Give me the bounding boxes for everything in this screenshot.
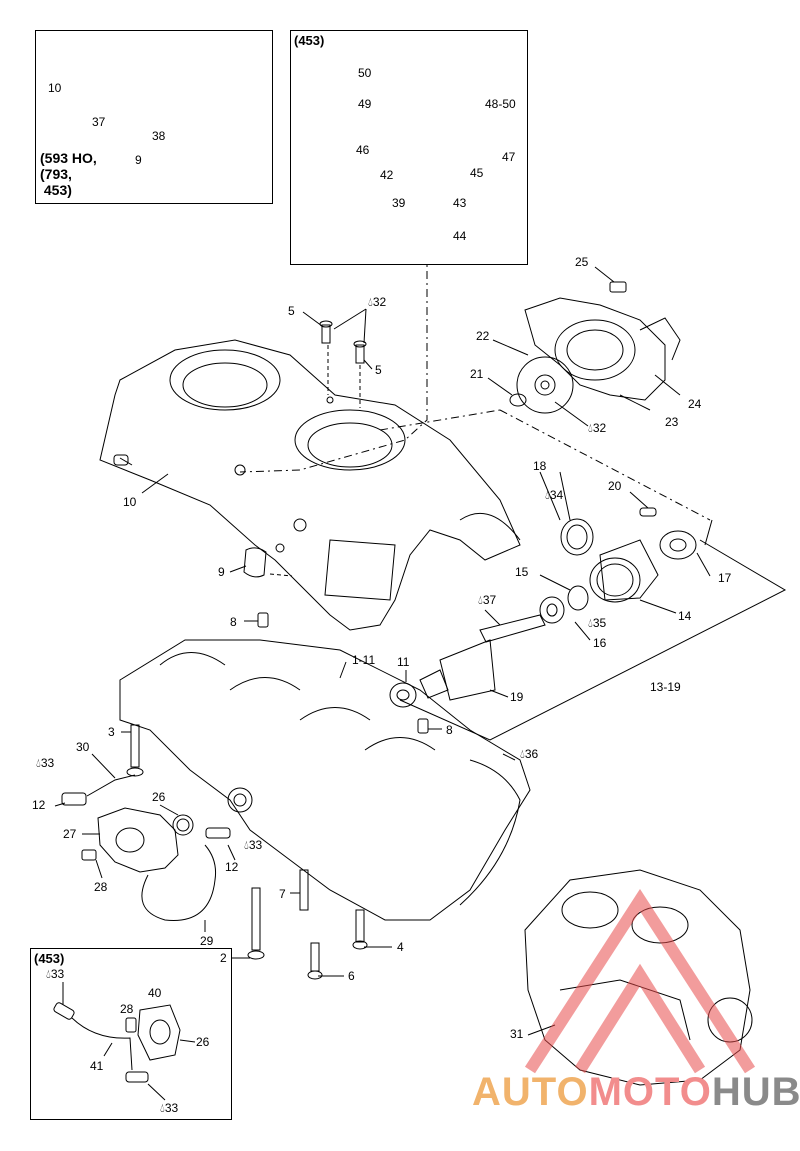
- callout-9: 9: [135, 153, 142, 167]
- oil-pump-art: [54, 753, 236, 932]
- water-pump-art: [487, 266, 681, 427]
- callout-27: 27: [63, 827, 77, 841]
- callout-26-detail: 26: [196, 1035, 210, 1049]
- callout-36: 💧︎36: [520, 747, 539, 761]
- panel-title-bottom-left: (453): [34, 951, 65, 966]
- callout-25: 25: [575, 255, 589, 269]
- callout-22: 22: [476, 329, 490, 343]
- detail-panel-top-left: [35, 30, 273, 204]
- callout-35: 💧︎35: [588, 616, 607, 630]
- callout-5-upper: 5: [288, 304, 295, 318]
- oil-drop-icon: 💧︎: [36, 756, 41, 770]
- rotary-valve-parts-art: [389, 471, 787, 741]
- callout-32-upper: 💧︎32: [368, 295, 387, 309]
- callout-28: 28: [94, 880, 108, 894]
- callout-32-pump: 💧︎32: [588, 421, 607, 435]
- callout-15: 15: [515, 565, 529, 579]
- oil-drop-icon: 💧︎: [244, 838, 249, 852]
- callout-43: 43: [453, 196, 467, 210]
- callout-10-block: 10: [123, 495, 137, 509]
- callout-30: 30: [76, 740, 90, 754]
- detail-panel-top-right: [290, 30, 528, 265]
- callout-33-pump-right: 💧︎33: [244, 838, 263, 852]
- callout-37: 37: [92, 115, 106, 129]
- callout-33-detail-top: 💧︎33: [46, 967, 65, 981]
- callout-39: 39: [392, 196, 406, 210]
- callout-23: 23: [665, 415, 679, 429]
- callout-4: 4: [397, 940, 404, 954]
- lower-crankcase-art: [119, 612, 531, 980]
- callout-21: 21: [470, 367, 484, 381]
- watermark-text: AUTOMOTOHUB: [472, 1070, 800, 1114]
- upper-crankcase-art: [99, 320, 521, 631]
- callout-7: 7: [279, 887, 286, 901]
- callout-20: 20: [608, 479, 622, 493]
- panel-title-top-right: (453): [294, 33, 325, 48]
- callout-47: 47: [502, 150, 516, 164]
- callout-11: 11: [397, 655, 410, 669]
- callout-13-19: 13-19: [650, 680, 681, 694]
- callout-48-50: 48-50: [485, 97, 516, 111]
- oil-drop-icon: 💧︎: [545, 488, 550, 502]
- callout-8-upper: 8: [230, 615, 237, 629]
- callout-10: 10: [48, 81, 62, 95]
- callout-1-11: 1-11: [352, 653, 376, 667]
- callout-46: 46: [356, 143, 370, 157]
- callout-50: 50: [358, 66, 372, 80]
- callout-24: 24: [688, 397, 702, 411]
- callout-37-block: 💧︎37: [478, 593, 497, 607]
- callout-26: 26: [152, 790, 166, 804]
- oil-drop-icon: 💧︎: [160, 1101, 165, 1115]
- callout-31: 31: [510, 1027, 524, 1041]
- callout-3: 3: [108, 725, 115, 739]
- oil-drop-icon: 💧︎: [46, 967, 51, 981]
- callout-19: 19: [510, 690, 524, 704]
- callout-40: 40: [148, 986, 162, 1000]
- callout-17: 17: [718, 571, 732, 585]
- oil-drop-icon: 💧︎: [368, 295, 373, 309]
- variant-note: (593 HO, (793, 453): [40, 150, 97, 198]
- callout-45: 45: [470, 166, 484, 180]
- callout-12-left: 12: [32, 798, 46, 812]
- oil-drop-icon: 💧︎: [588, 421, 593, 435]
- callout-18: 18: [533, 459, 547, 473]
- watermark-logo: [524, 888, 756, 1074]
- callout-33-detail-bottom: 💧︎33: [160, 1101, 179, 1115]
- callout-8-lower: 8: [446, 723, 453, 737]
- oil-drop-icon: 💧︎: [520, 747, 525, 761]
- callout-38: 38: [152, 129, 166, 143]
- callout-49: 49: [358, 97, 372, 111]
- callout-44: 44: [453, 229, 467, 243]
- oil-drop-icon: 💧︎: [588, 616, 593, 630]
- callout-16: 16: [593, 636, 607, 650]
- callout-42: 42: [380, 168, 394, 182]
- callout-28-detail: 28: [120, 1002, 134, 1016]
- callout-29: 29: [200, 934, 214, 948]
- oil-drop-icon: 💧︎: [478, 593, 483, 607]
- callout-5-lower: 5: [375, 363, 382, 377]
- callout-14: 14: [678, 609, 692, 623]
- callout-2: 2: [220, 951, 227, 965]
- callout-34: 💧︎34: [545, 488, 564, 502]
- callout-9-block: 9: [218, 565, 225, 579]
- callout-6: 6: [348, 969, 355, 983]
- callout-41: 41: [90, 1059, 104, 1073]
- callout-12-right: 12: [225, 860, 239, 874]
- callout-33-pump-left: 💧︎33: [36, 756, 55, 770]
